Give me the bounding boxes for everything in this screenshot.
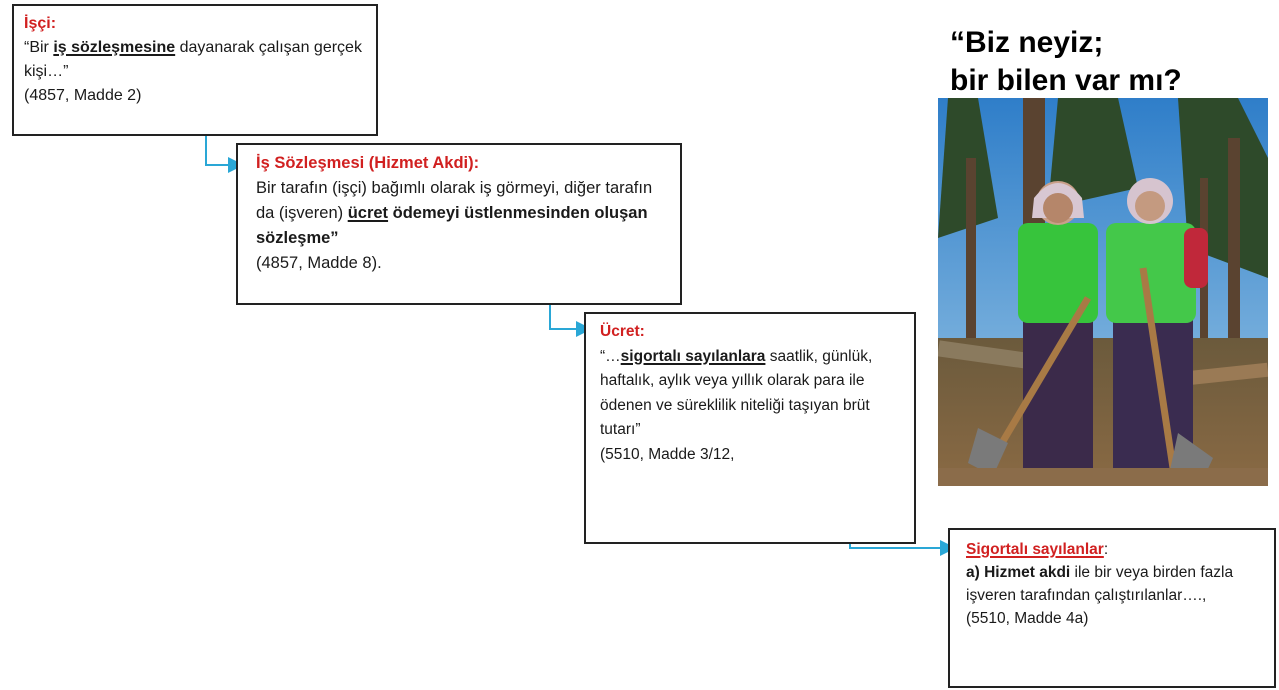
box-title-is-sozlesmesi: İş Sözleşmesi (Hizmet Akdi): xyxy=(256,154,480,172)
citation: (4857, Madde 2) xyxy=(24,87,142,104)
definition-box-sigortali-sayilanlar: Sigortalı sayılanlar: a) Hizmet akdi ile… xyxy=(948,528,1276,688)
box-text: a) Hizmet akdi ile bir veya birden fazla… xyxy=(966,564,1234,604)
box-title-isci: İşçi: xyxy=(24,15,57,32)
citation: (5510, Madde 4a) xyxy=(966,610,1089,627)
term-ucret: ücret xyxy=(347,204,389,222)
forest-workers-photo xyxy=(938,98,1268,486)
box-text: Bir tarafın (işçi) bağımlı olarak iş gör… xyxy=(256,179,653,247)
box-text: “…sigortalı sayılanlara saatlik, günlük,… xyxy=(600,347,873,439)
box-text: “Bir iş sözleşmesine dayanarak çalışan g… xyxy=(24,39,362,80)
definition-box-ucret: Ücret: “…sigortalı sayılanlara saatlik, … xyxy=(584,312,916,544)
citation: (5510, Madde 3/12, xyxy=(600,445,735,463)
box-title-sigortali-sayilanlar: Sigortalı sayılanlar: xyxy=(966,541,1109,558)
box-title-ucret: Ücret: xyxy=(600,323,645,340)
definition-box-is-sozlesmesi: İş Sözleşmesi (Hizmet Akdi): Bir tarafın… xyxy=(236,143,682,305)
headline: “Biz neyiz; bir bilen var mı? xyxy=(950,24,1270,100)
headline-line-2: bir bilen var mı? xyxy=(950,64,1182,97)
term-sigortali-sayilanlara: sigortalı sayılanlara xyxy=(620,347,766,365)
term-is-sozlesmesine: iş sözleşmesine xyxy=(53,39,176,56)
headline-line-1: “Biz neyiz; xyxy=(950,26,1104,59)
citation: (4857, Madde 8). xyxy=(256,254,382,272)
definition-box-isci: İşçi: “Bir iş sözleşmesine dayanarak çal… xyxy=(12,4,378,136)
